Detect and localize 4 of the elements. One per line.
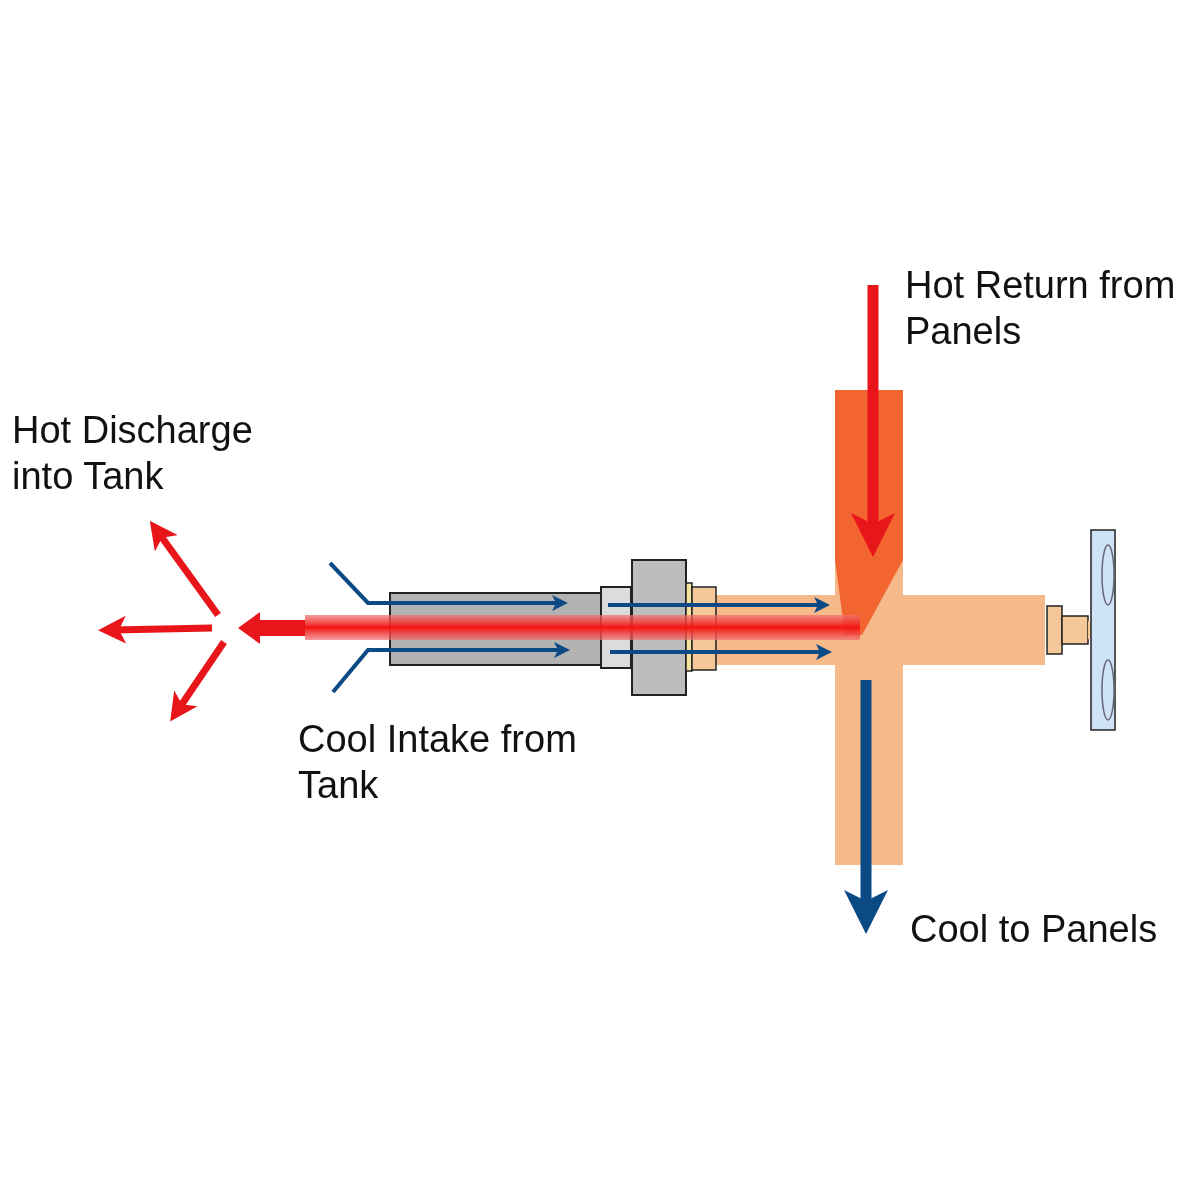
flow-label: Hot Discharge into Tank bbox=[12, 408, 254, 499]
flow-label: Cool to Panels bbox=[910, 907, 1158, 952]
flow-label: Hot Return from Panels bbox=[905, 263, 1177, 354]
flow-label: Cool Intake from Tank bbox=[298, 717, 578, 808]
